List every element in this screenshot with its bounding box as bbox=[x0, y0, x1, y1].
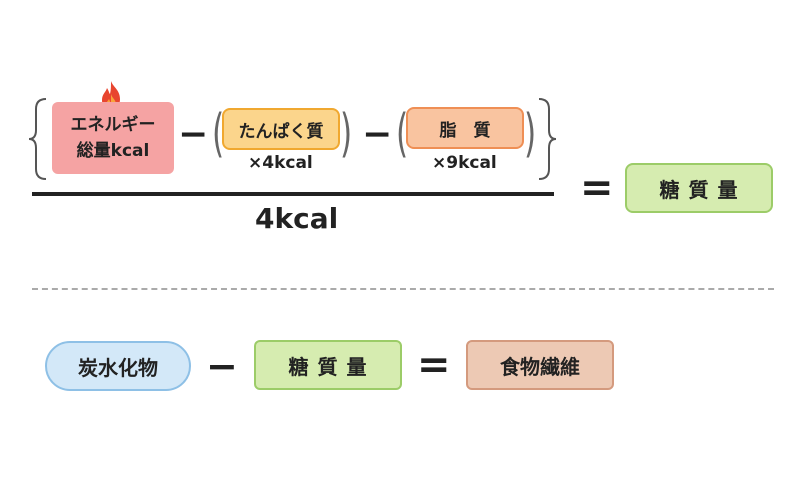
carbohydrate-box: 炭水化物 bbox=[45, 341, 191, 391]
dashed-divider bbox=[32, 288, 774, 290]
right-paren: ) bbox=[524, 104, 537, 164]
protein-multiplier: ×4kcal bbox=[248, 153, 313, 173]
minus-operator: − bbox=[178, 114, 209, 155]
energy-label-line1: エネルギー bbox=[70, 115, 156, 135]
carbohydrate-label: 炭水化物 bbox=[78, 355, 158, 380]
left-paren: ( bbox=[396, 104, 409, 164]
sugar-label: 糖 質 量 bbox=[288, 354, 368, 379]
fiber-label: 食物繊維 bbox=[500, 354, 580, 379]
fraction-line bbox=[32, 192, 554, 196]
sugar-box: 糖 質 量 bbox=[254, 340, 402, 390]
energy-label-line2: 総量kcal bbox=[76, 141, 150, 161]
energy-total-box: エネルギー 総量kcal bbox=[52, 102, 174, 174]
equals-operator: = bbox=[417, 342, 451, 388]
right-paren: ) bbox=[340, 104, 353, 164]
fat-label: 脂 質 bbox=[439, 120, 491, 141]
fat-box: 脂 質 bbox=[406, 107, 524, 149]
left-paren: ( bbox=[212, 104, 225, 164]
minus-operator: − bbox=[362, 114, 393, 155]
equals-operator: = bbox=[580, 165, 614, 211]
sugar-label: 糖 質 量 bbox=[659, 177, 739, 202]
left-curly-brace bbox=[28, 98, 47, 180]
sugar-result-box: 糖 質 量 bbox=[625, 163, 773, 213]
protein-box: たんぱく質 bbox=[222, 108, 340, 150]
minus-operator: − bbox=[206, 344, 238, 388]
divisor-text: 4kcal bbox=[255, 202, 339, 235]
right-curly-brace bbox=[538, 98, 557, 180]
fat-multiplier: ×9kcal bbox=[432, 153, 497, 173]
fiber-box: 食物繊維 bbox=[466, 340, 614, 390]
protein-label: たんぱく質 bbox=[238, 121, 324, 142]
